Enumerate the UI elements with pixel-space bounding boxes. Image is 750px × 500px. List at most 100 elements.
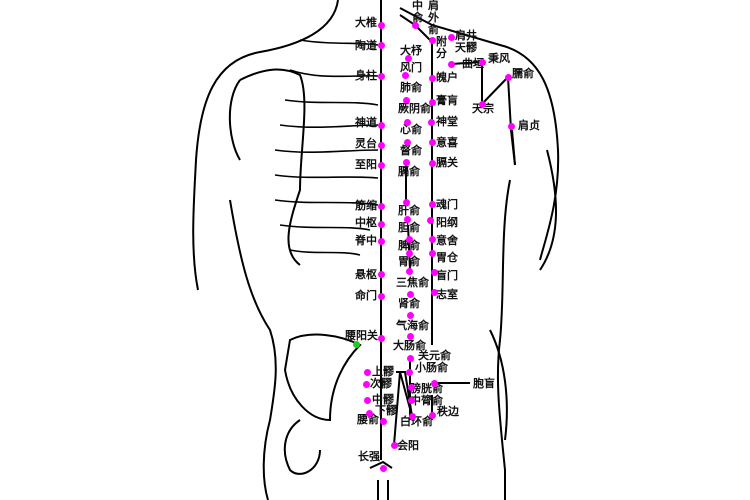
acupoint-marker (428, 159, 436, 167)
acupoint-label: 胞盲 (473, 377, 495, 390)
acupoint-label: 中枢 (355, 216, 377, 229)
acupoint-label: 天宗 (472, 102, 494, 115)
acupoint-marker (377, 141, 385, 149)
acupoint-marker (363, 368, 371, 376)
acupoint-marker (403, 118, 411, 126)
acupoint-marker (377, 21, 385, 29)
acupoint-marker-green (352, 340, 360, 348)
acupoint-marker (447, 33, 455, 41)
acupoint-marker (507, 122, 515, 130)
acupoint-label: 灵台 (355, 137, 377, 150)
acupoint-label: 下髎 (375, 404, 397, 417)
acupoint-label: 膈关 (436, 156, 458, 169)
pelvis-right (489, 329, 508, 441)
acupoint-label: 秩边 (437, 405, 459, 418)
acupoint-label: 附分 (436, 35, 447, 60)
acupoint-marker (362, 380, 370, 388)
acupoint-label: 胃仓 (436, 251, 458, 264)
acupoint-label: 腰阳关 (345, 329, 378, 342)
acupoint-marker (430, 288, 438, 296)
acupoint-label: 悬枢 (355, 268, 377, 281)
acupoint-marker (427, 118, 435, 126)
acupoint-marker (405, 249, 413, 257)
acupoint-marker (377, 292, 385, 300)
torso-right (496, 129, 516, 500)
acupoint-marker (478, 100, 486, 108)
acupoint-label: 肩外俞 (428, 0, 439, 36)
acupoint-marker (428, 235, 436, 243)
acupoint-marker (411, 21, 419, 29)
acupoint-marker (406, 354, 414, 362)
acupoint-marker (377, 41, 385, 49)
acupoint-marker (377, 220, 385, 228)
acupoint-marker (478, 58, 486, 66)
acupoint-label: 脊中 (355, 234, 377, 247)
acupoint-label: 陶道 (355, 39, 377, 52)
pelvis-left (283, 333, 362, 475)
acupoint-marker (377, 270, 385, 278)
acupoint-label: 中髎 (372, 393, 394, 406)
acupoint-label: 胆俞 (398, 221, 420, 234)
acupoint-label: 魂门 (436, 198, 458, 211)
acupoint-label: 督俞 (400, 144, 422, 157)
acupoint-marker (377, 202, 385, 210)
acupoint-label: 神道 (355, 116, 377, 129)
acupoint-marker (402, 158, 410, 166)
acupoint-label: 小肠俞 (415, 361, 448, 374)
acupoint-marker (405, 368, 413, 376)
acupoint-marker (408, 412, 416, 420)
acupoint-marker (365, 409, 373, 417)
acupoint-label: 三焦俞 (396, 276, 429, 289)
acupoint-marker (377, 237, 385, 245)
acupoint-marker (504, 73, 512, 81)
acupoint-label: 肾俞 (398, 297, 420, 310)
acupoint-label: 肝俞 (398, 204, 420, 217)
acupoint-label: 天髎 (455, 41, 477, 54)
acupoint-label: 肩贞 (518, 119, 540, 132)
acupoint-label: 次髎 (370, 377, 392, 390)
acupoint-label: 中膂俞 (410, 394, 443, 407)
neck-shoulder-right (399, 7, 560, 271)
torso-left (229, 199, 277, 500)
acupoint-label: 心俞 (400, 123, 422, 136)
acupoint-label: 大肠俞 (393, 339, 426, 352)
spine-end (369, 460, 393, 500)
acupoint-marker (406, 311, 414, 319)
acupoint-label: 肩井 (455, 29, 477, 42)
acupoint-marker (428, 249, 436, 257)
acupoint-label: 秉风 (488, 52, 510, 65)
acupoint-label: 关元俞 (418, 349, 451, 362)
acupoint-label: 厥阴俞 (398, 102, 431, 115)
acupoint-label: 膈俞 (398, 165, 420, 178)
acupoint-marker (428, 138, 436, 146)
acupoint-marker (377, 121, 385, 129)
acupoint-label: 盲门 (436, 269, 458, 282)
acupoint-marker (405, 267, 413, 275)
acupoint-marker (430, 379, 438, 387)
acupoint-label: 阳纲 (436, 216, 458, 229)
acupoint-label: 会阳 (397, 439, 419, 452)
acupoint-marker (401, 71, 409, 79)
acupoint-label: 身柱 (355, 69, 377, 82)
acupoint-marker (428, 98, 436, 106)
acupoint-marker (405, 235, 413, 243)
acupoint-marker (390, 441, 398, 449)
acupoint-marker (426, 216, 434, 224)
acupoint-label: 腰俞 (357, 413, 379, 426)
acupoint-marker (406, 290, 414, 298)
acupoint-label: 魄户 (436, 71, 458, 84)
acupoint-label: 筋缩 (355, 199, 377, 212)
acupoint-label: 肺俞 (400, 81, 422, 94)
acupoint-label: 命门 (355, 289, 377, 302)
acupoint-marker (379, 417, 387, 425)
acupoint-label: 意喜 (436, 136, 458, 149)
acupoint-marker (402, 198, 410, 206)
acupoint-marker (404, 54, 412, 62)
acupoint-marker (402, 96, 410, 104)
acupoint-label: 上髎 (372, 365, 394, 378)
acupoint-marker (428, 74, 436, 82)
acupoint-marker (406, 332, 414, 340)
neck-shoulder-left (192, 0, 339, 291)
acupoint-label: 意舍 (436, 234, 458, 247)
